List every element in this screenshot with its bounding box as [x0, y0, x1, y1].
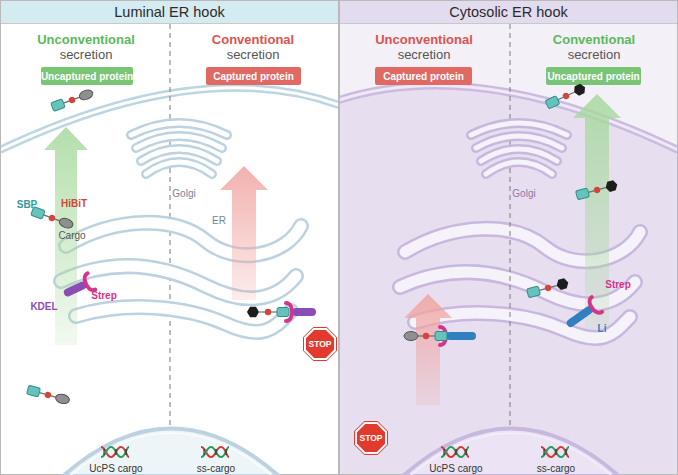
er-shape: ER — [56, 206, 306, 336]
part-label: Li — [598, 323, 607, 334]
part-label: KDEL — [30, 301, 57, 312]
nuc-shape: UcPS cargo ss-cargo — [61, 401, 281, 475]
dna-icon — [101, 447, 129, 457]
organelle-label: Golgi — [172, 188, 195, 199]
panel-title: Cytosolic ER hook — [340, 1, 677, 24]
box-label: Captured protein — [383, 71, 464, 82]
organelle-label: ER — [212, 215, 226, 226]
secretion-arrow — [573, 94, 621, 330]
secretion-arrow — [44, 127, 88, 345]
reporter-protein — [31, 207, 74, 230]
panel: Cytosolic ER hookCaptured protein Uncaptu… — [339, 0, 678, 475]
status-box: Captured protein — [375, 67, 472, 85]
status-box: Uncaptured protein — [546, 67, 641, 85]
kdel-hook — [286, 303, 316, 321]
cargo-label: ss-cargo — [537, 463, 575, 474]
cell-cytosol — [339, 86, 678, 475]
reporter-protein — [575, 180, 618, 201]
stop-label: STOP — [303, 327, 337, 361]
reporter-protein — [526, 278, 569, 299]
divider-dashed — [510, 24, 511, 475]
pathway-label: Conventional secretion — [198, 32, 308, 62]
plasma-membrane — [339, 86, 678, 150]
stop-label: STOP — [354, 421, 388, 455]
panel: Luminal ER hookUncaptured protein Capture… — [0, 0, 339, 475]
pathway-label: Unconventional secretion — [369, 32, 479, 62]
part-label: HiBiT — [61, 198, 87, 209]
reporter-protein — [51, 88, 94, 111]
li-hook — [562, 297, 602, 332]
cargo-label: UcPS cargo — [89, 463, 142, 474]
box-label: Uncaptured protein — [41, 71, 133, 82]
pathway-label: Conventional secretion — [539, 32, 649, 62]
dna-icon — [441, 447, 469, 457]
blocked-arrow — [220, 166, 268, 300]
status-box: Captured protein — [206, 67, 301, 85]
reporter-protein — [404, 332, 447, 341]
status-box: Uncaptured protein — [41, 67, 133, 85]
part-label: Strep — [91, 290, 117, 301]
part-label: Strep — [605, 279, 631, 290]
panel-fill — [339, 0, 678, 475]
reporter-protein — [27, 385, 71, 405]
cargo-label: ss-cargo — [197, 463, 235, 474]
reporter-protein — [247, 307, 289, 317]
plasma-membrane — [339, 86, 678, 150]
organelle-label: Golgi — [512, 188, 535, 199]
part-label: Cargo — [58, 230, 85, 241]
kdel-hook — [60, 273, 95, 302]
stop-shape: STOP — [354, 421, 388, 455]
nuc-shape: UcPS cargo ss-cargo — [401, 401, 621, 475]
reporter-protein — [545, 82, 587, 109]
blocked-arrow — [404, 294, 452, 405]
pathway-label: Unconventional secretion — [31, 32, 141, 62]
dna-icon — [541, 447, 569, 457]
divider-dashed — [170, 24, 171, 475]
cargo-label: UcPS cargo — [429, 463, 482, 474]
box-label: Uncaptured protein — [547, 71, 639, 82]
panel-title: Luminal ER hook — [1, 1, 338, 24]
golgi-shape: Golgi — [459, 113, 579, 203]
box-label: Captured protein — [213, 71, 294, 82]
er-outline — [56, 206, 306, 336]
panel-fill — [0, 0, 339, 475]
dna-icon — [201, 447, 229, 457]
stop-shape: STOP — [303, 327, 337, 361]
part-label: SBP — [17, 199, 38, 210]
